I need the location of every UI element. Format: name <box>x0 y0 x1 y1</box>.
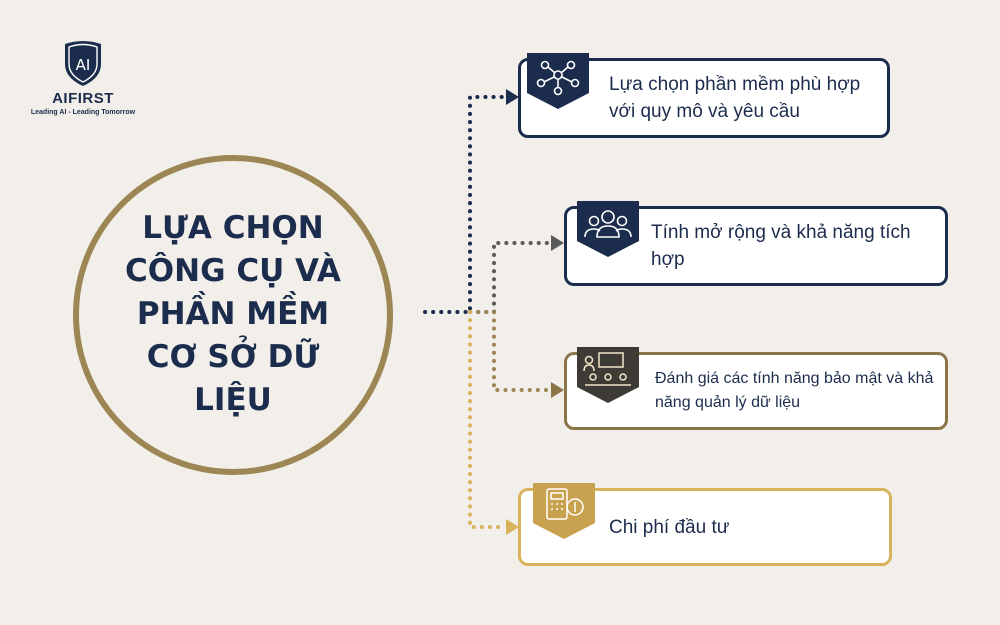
arrow-4 <box>506 519 519 535</box>
arrow-3 <box>551 382 564 398</box>
item-box-4: Chi phí đầu tư <box>518 483 892 566</box>
arrow-2 <box>551 235 564 251</box>
brand-logo: AI AIFIRST Leading AI - Leading Tomorrow <box>28 38 138 116</box>
item-label-1: Lựa chọn phần mềm phù hợp với quy mô và … <box>609 74 861 122</box>
arrow-1 <box>506 89 519 105</box>
item-label-2: Tính mở rộng và khả năng tích hợp <box>651 222 911 270</box>
network-people-icon <box>527 53 589 109</box>
connector-2 <box>468 241 554 314</box>
connector-3 <box>468 310 554 392</box>
brand-tagline: Leading AI - Leading Tomorrow <box>30 109 136 116</box>
item-box-3: Đánh giá các tính năng bảo mật và khả nă… <box>564 347 948 430</box>
item-label-3: Đánh giá các tính năng bảo mật và khả nă… <box>655 370 934 411</box>
cost-calculator-icon <box>533 483 595 539</box>
item-box-2: Tính mở rộng và khả năng tích hợp <box>564 201 948 286</box>
meeting-presentation-icon <box>577 347 639 403</box>
ai-shield-icon: AI <box>65 41 101 86</box>
connector-1 <box>423 95 508 314</box>
central-topic: LỰA CHỌN CÔNG CỤ VÀ PHẦN MỀM CƠ SỞ DỮ LI… <box>125 209 341 418</box>
brand-name: AIFIRST <box>52 90 114 107</box>
item-box-1: Lựa chọn phần mềm phù hợp với quy mô và … <box>518 53 890 138</box>
connector-4 <box>468 310 508 529</box>
group-people-icon <box>577 201 639 257</box>
item-label-4: Chi phí đầu tư <box>609 516 730 538</box>
logo-mark: AI <box>76 56 91 74</box>
central-topic-circle: LỰA CHỌN CÔNG CỤ VÀ PHẦN MỀM CƠ SỞ DỮ LI… <box>73 155 393 475</box>
